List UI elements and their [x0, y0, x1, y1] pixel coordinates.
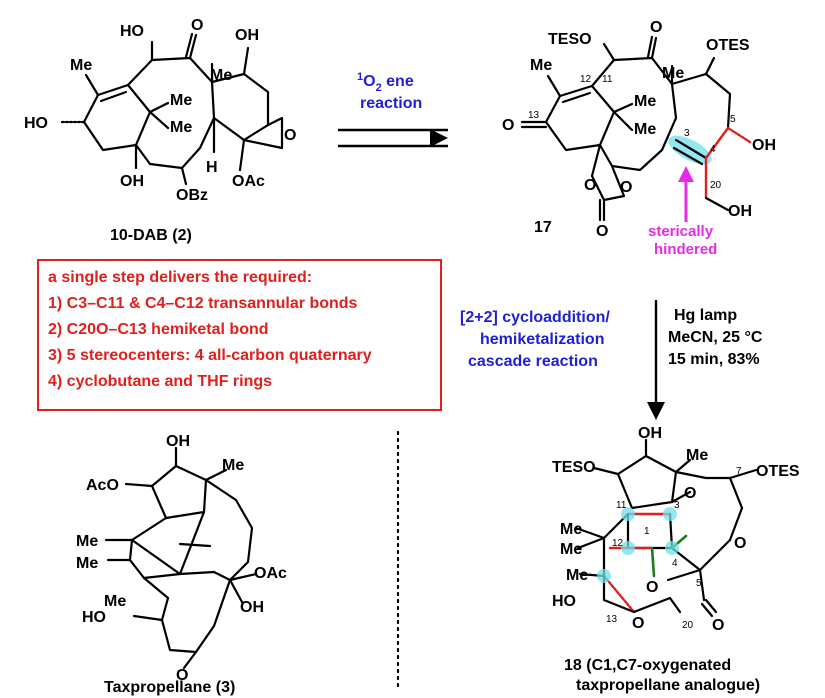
t3-o: O: [176, 667, 188, 684]
s18-me-4: Me: [566, 567, 588, 584]
arrow-1: 1O2 ene reaction: [338, 71, 448, 148]
dab-oac: OAc: [232, 173, 265, 190]
s17-o-enone: O: [502, 117, 514, 134]
arrow2-left-3: cascade reaction: [468, 353, 598, 370]
notes-item-1: 1) C3–C11 & C4–C12 transannular bonds: [48, 295, 358, 312]
arrow2-right-1: Hg lamp: [674, 307, 737, 324]
s18-o-3: O: [646, 579, 658, 596]
s17-teso: TESO: [548, 31, 592, 48]
s17-num-13: 13: [528, 110, 540, 121]
s18-num-5: 5: [696, 578, 702, 589]
dab-ho-left: HO: [24, 115, 48, 132]
s18-me-3: Me: [560, 541, 582, 558]
s18-num-11: 11: [616, 500, 627, 511]
s18-oh: OH: [638, 425, 662, 442]
s18-me-2: Me: [560, 521, 582, 538]
t3-oh: OH: [166, 433, 190, 450]
t3-oh-2: OH: [240, 599, 264, 616]
s18-num-12: 12: [612, 538, 624, 549]
notes-item-3: 3) 5 stereocenters: 4 all-carbon quatern…: [48, 347, 372, 364]
s18-ho: HO: [552, 593, 576, 610]
caption-17: 17: [534, 219, 552, 236]
s18-num-7: 7: [736, 466, 742, 477]
arrow2-right-2: MeCN, 25 °C: [668, 329, 763, 346]
dab-o-ketone: O: [191, 17, 203, 34]
structure-18: OH TESO Me OTES Me Me Me HO O O O O O 7 …: [552, 425, 800, 694]
t3-me-3: Me: [76, 555, 98, 572]
dab-me-1: Me: [70, 57, 92, 74]
s17-o-ketone: O: [650, 19, 662, 36]
s18-me-1: Me: [686, 447, 708, 464]
s18-o-5: O: [712, 617, 724, 634]
s17-otes: OTES: [706, 37, 750, 54]
s18-teso: TESO: [552, 459, 596, 476]
t3-aco: AcO: [86, 477, 119, 494]
s17-oh-20: OH: [728, 203, 752, 220]
s18-num-3: 3: [674, 500, 680, 511]
dab-me-b: Me: [210, 67, 232, 84]
arrow2-left-2: hemiketalization: [480, 331, 604, 348]
notes-item-2: 2) C20O–C13 hemiketal bond: [48, 321, 269, 338]
s17-me-4: Me: [634, 121, 656, 138]
caption-18-line2: taxpropellane analogue): [576, 677, 760, 694]
s18-o-4: O: [632, 615, 644, 632]
t3-oac: OAc: [254, 565, 287, 582]
annotation-hindered: hindered: [654, 241, 717, 258]
caption-taxpropellane: Taxpropellane (3): [104, 679, 235, 696]
dab-ho-top: HO: [120, 23, 144, 40]
s18-o-2: O: [734, 535, 746, 552]
arrow2-right-3: 15 min, 83%: [668, 351, 760, 368]
s17-num-20: 20: [710, 180, 722, 191]
annotation-sterically: sterically: [648, 223, 714, 240]
arrow-2: [2+2] cycloaddition/ hemiketalization ca…: [460, 300, 763, 420]
s17-num-3: 3: [684, 128, 690, 139]
structure-17: TESO O OTES Me Me Me Me O OH OH O O O 12…: [502, 19, 776, 258]
caption-18-line1: 18 (C1,C7-oxygenated: [564, 657, 731, 674]
s17-oh-5: OH: [752, 137, 776, 154]
s17-o-carbonate-2: O: [620, 179, 632, 196]
t3-me-1: Me: [222, 457, 244, 474]
s18-o-1: O: [684, 485, 696, 502]
t3-ho: HO: [82, 609, 106, 626]
dab-o-oxetane: O: [284, 127, 296, 144]
notes-header: a single step delivers the required:: [48, 269, 312, 286]
dab-oh-bottom: OH: [120, 173, 144, 190]
notes-item-4: 4) cyclobutane and THF rings: [48, 373, 272, 390]
arrow1-line2: reaction: [360, 95, 422, 112]
s18-num-20: 20: [682, 620, 694, 631]
s17-me-3: Me: [634, 93, 656, 110]
s17-num-11: 11: [602, 74, 613, 85]
s18-num-1: 1: [644, 526, 650, 537]
caption-10-dab: 10-DAB (2): [110, 227, 192, 244]
s17-num-12: 12: [580, 74, 592, 85]
arrow1-line1: 1O2 ene: [357, 71, 414, 94]
structure-10-dab: HO O OH Me Me Me Me HO O H OH OBz OAc 10…: [24, 17, 296, 244]
dab-h: H: [206, 159, 218, 176]
s17-me-2: Me: [662, 65, 684, 82]
dab-me-d: Me: [170, 119, 192, 136]
dab-oh-top: OH: [235, 27, 259, 44]
s17-me-1: Me: [530, 57, 552, 74]
t3-me-4: Me: [104, 593, 126, 610]
s17-num-5: 5: [730, 114, 736, 125]
arrow2-left-1: [2+2] cycloaddition/: [460, 309, 610, 326]
notes-box: a single step delivers the required: 1) …: [37, 259, 442, 411]
s18-num-13: 13: [606, 614, 618, 625]
dab-obz: OBz: [176, 187, 208, 204]
dab-me-c: Me: [170, 92, 192, 109]
s17-o-carbonate-1: O: [584, 177, 596, 194]
s18-num-4: 4: [672, 558, 678, 569]
s17-o-carbonate-3: O: [596, 223, 608, 240]
s18-otes: OTES: [756, 463, 800, 480]
structure-taxpropellane: OH AcO Me Me Me Me OAc HO OH O Taxpropel…: [76, 433, 287, 696]
s17-num-4: 4: [710, 144, 716, 155]
t3-me-2: Me: [76, 533, 98, 550]
